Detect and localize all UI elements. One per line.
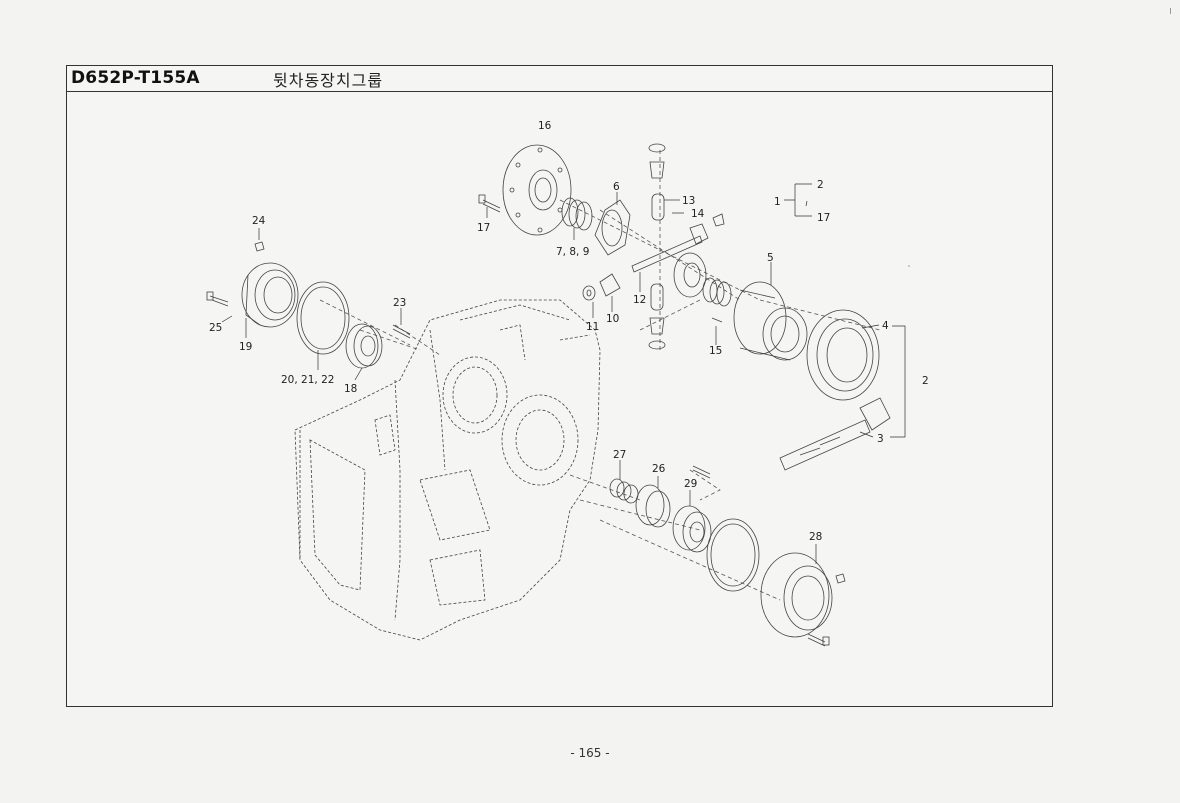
callout-29: 29 [684,478,697,490]
bolt-17 [478,194,501,213]
title-bar: D652P-T155A 뒷차동장치그룹 [67,66,1052,92]
callout-3: 3 [877,433,884,445]
edge-mark [1170,8,1171,14]
page-number: - 165 - [570,746,610,760]
callout-13: 13 [682,195,695,207]
callout-15: 15 [709,345,722,357]
bearing-cover-28 [760,552,833,638]
callout-labels: 16 6 13 14 2 1 17 17 7, 8, 9 24 5 23 25 … [209,120,929,543]
nut-24 [254,241,265,252]
bearing-18 [345,323,383,369]
pin-12-lower [650,283,664,311]
gasket-20 [296,281,350,355]
washer-11 [582,285,596,301]
callout-16: 16 [538,120,552,132]
thrust-washers-7-8-9 [561,197,593,231]
diff-case-5 [733,281,808,361]
callout-17: 17 [477,222,490,234]
callout-26: 26 [652,463,666,475]
pinion-gear-top [648,143,666,179]
callout-25: 25 [209,322,222,334]
cross-shaft-12 [631,235,703,273]
gear-26 [635,484,671,528]
gasket-right [706,518,760,592]
pinion-gear-10 [599,273,621,297]
pin-15 [711,317,723,323]
callout-23: 23 [393,297,406,309]
callout-27: 27 [613,449,626,461]
drawing-code: D652P-T155A [71,68,200,88]
callout-28: 28 [809,531,822,543]
callout-20-21-22: 20, 21, 22 [281,374,334,386]
bolt-right [807,633,830,647]
axle-housing [294,299,601,641]
side-gear-right [673,252,707,298]
bolt-25 [206,291,229,307]
nut-right [835,573,846,584]
callout-2-top: 2 [817,179,824,191]
side-gear-6 [594,199,631,256]
callout-6: 6 [613,181,620,193]
diff-case-16 [502,144,572,236]
group-title: 뒷차동장치그룹 [273,71,384,90]
pinion-gear-bottom [648,317,666,350]
bearing-cover-19 [241,262,299,328]
callout-2-right: 2 [922,375,929,387]
pin-13 [651,193,665,221]
callout-18: 18 [344,383,357,395]
callout-4: 4 [882,320,889,332]
stud-23 [392,324,411,339]
pinion-gear-right [689,213,725,245]
callout-1: 1 [774,196,781,208]
callout-12: 12 [633,294,646,306]
ring-gear-4 [806,309,880,401]
callout-19: 19 [239,341,252,353]
callout-7-8-9: 7, 8, 9 [556,246,589,258]
stud-right [692,465,711,479]
callout-14: 14 [691,208,705,220]
callout-17-bracket: 17 [817,212,830,224]
thrust-washers-right [702,277,732,307]
bearing-29 [672,505,712,553]
callout-5: 5 [767,252,774,264]
spring-27 [609,478,639,504]
pinion-shaft-3 [779,397,891,471]
callout-10: 10 [606,313,619,325]
callout-24: 24 [252,215,266,227]
callout-11: 11 [586,321,599,333]
